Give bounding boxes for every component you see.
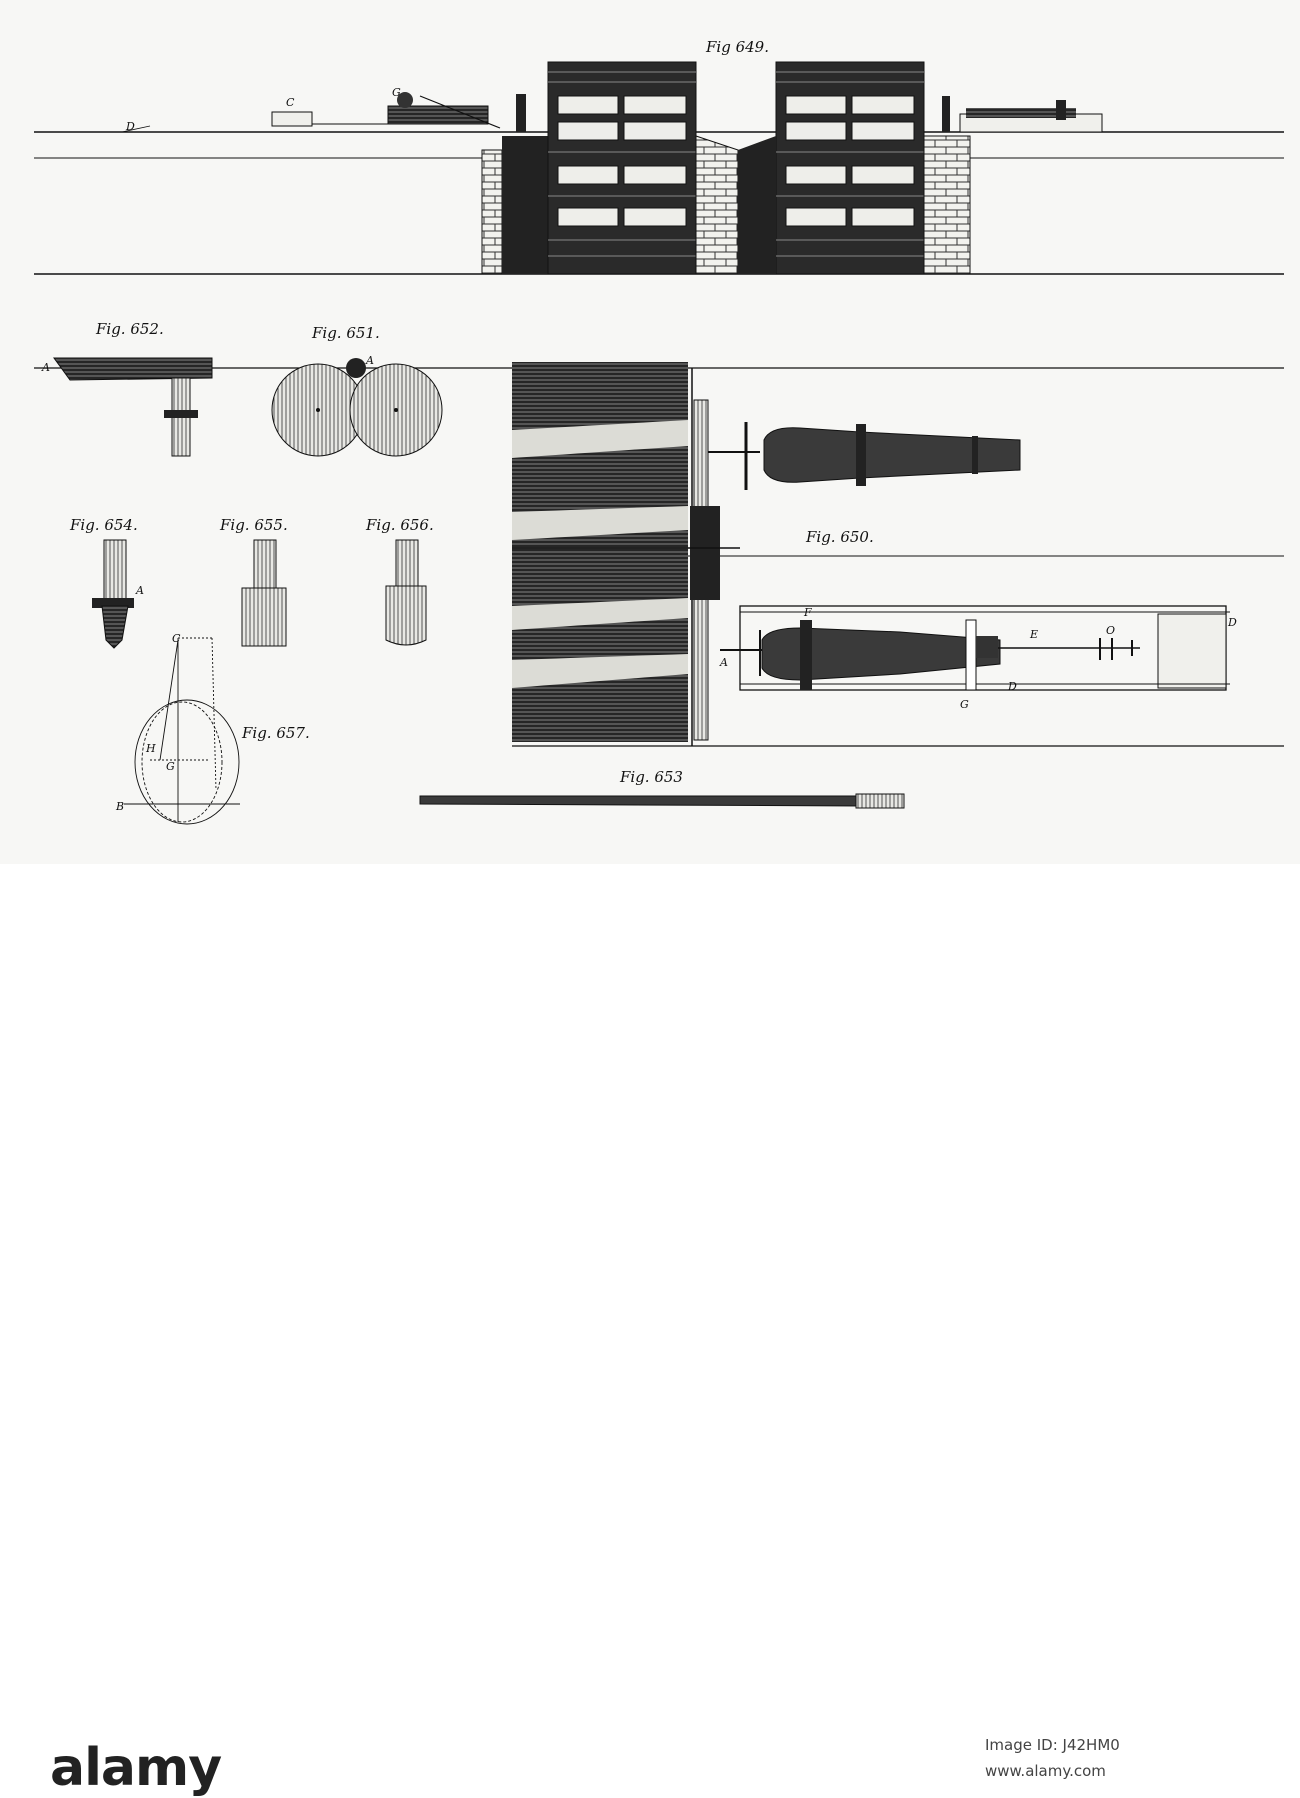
- image-id-label: Image ID: J42HM0: [985, 1736, 1120, 1754]
- fig-653-rod: [419, 793, 905, 809]
- letter-d-fig650: D: [1007, 680, 1017, 693]
- letter-a-fig651: A: [365, 354, 374, 367]
- alamy-logo: alamy: [50, 1738, 222, 1798]
- letter-b-fig657: B: [115, 800, 124, 813]
- fig-656-caption: Fig. 656.: [365, 516, 434, 534]
- fig-652-bar: [53, 357, 213, 457]
- engraving-drawing: Fig 649. Fig. 650. Fig. 651. Fig. 652. F…: [34, 38, 1284, 825]
- letter-d-fig649: D: [125, 120, 135, 133]
- engraving-plate: Fig 649. Fig. 650. Fig. 651. Fig. 652. F…: [0, 0, 1300, 864]
- letter-e-fig650: E: [1029, 628, 1038, 641]
- letter-g-fig657: G: [166, 760, 175, 773]
- fig-657-construction: [124, 637, 240, 825]
- letter-c-fig657: C: [172, 632, 181, 645]
- fig-650-caption: Fig. 650.: [805, 528, 874, 546]
- fig-654-cutter: [92, 539, 134, 649]
- letter-g-fig650: G: [960, 698, 969, 711]
- fig-652-caption: Fig. 652.: [95, 320, 164, 338]
- fig-655-cutter: [241, 539, 287, 647]
- letter-c-fig649: C: [286, 96, 295, 109]
- letter-a-fig654: A: [135, 584, 144, 597]
- letter-o-fig650: O: [1106, 624, 1115, 637]
- fig-649-mill-elevation: [34, 61, 1284, 275]
- fig-653-caption: Fig. 653: [619, 768, 683, 786]
- fig-650-boring-plan: [34, 362, 1284, 747]
- fig-651-rollers: [271, 358, 443, 457]
- fig-656-cutter: [385, 539, 427, 646]
- fig-654-caption: Fig. 654.: [69, 516, 138, 534]
- site-url: www.alamy.com: [985, 1762, 1106, 1780]
- fig-655-caption: Fig. 655.: [219, 516, 288, 534]
- letter-d-fig650-end: D: [1227, 616, 1237, 629]
- fig-657-caption: Fig. 657.: [241, 724, 310, 742]
- fig-649-caption: Fig 649.: [705, 38, 769, 56]
- letter-a-fig652: A: [41, 361, 50, 374]
- fig-651-caption: Fig. 651.: [311, 324, 380, 342]
- letter-h-fig657: H: [145, 742, 156, 755]
- letter-a-fig650: A: [719, 656, 728, 669]
- letter-f-fig650: F: [803, 606, 812, 619]
- watermark-footer: alamy Image ID: J42HM0 www.alamy.com: [0, 864, 1300, 1794]
- letter-g-fig649: G: [392, 86, 401, 99]
